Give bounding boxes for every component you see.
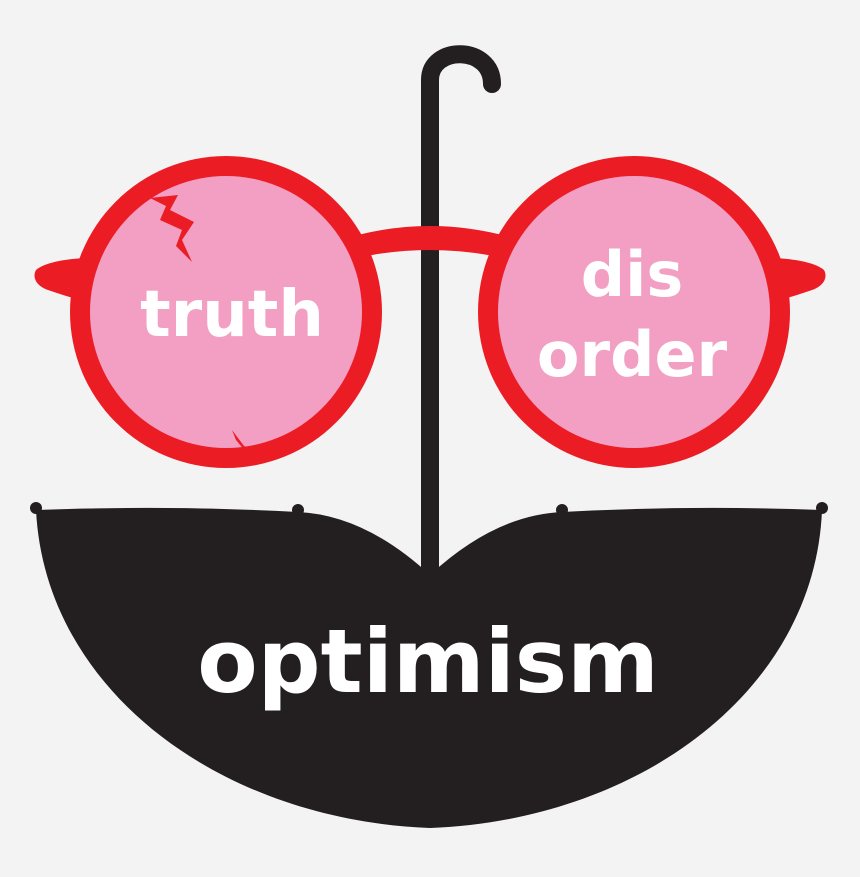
umbrella-tip (292, 504, 304, 516)
left-lens (90, 176, 362, 448)
umbrella-handle (421, 45, 501, 599)
left-lens-text: truth (140, 278, 324, 352)
right-lens (498, 176, 770, 448)
umbrella-text: optimism (197, 610, 659, 713)
lens-crack-bottom (232, 430, 258, 452)
umbrella-tip (816, 502, 828, 514)
right-lens-text-top: dis (581, 238, 684, 311)
umbrella-tip (30, 502, 42, 514)
glasses-bridge (340, 226, 520, 262)
umbrella-tip (556, 504, 568, 516)
lens-crack-top (150, 195, 194, 262)
umbrella-canopy (36, 507, 822, 828)
umbrella-tips (30, 502, 828, 516)
right-lens-text-bottom: order (537, 318, 728, 391)
